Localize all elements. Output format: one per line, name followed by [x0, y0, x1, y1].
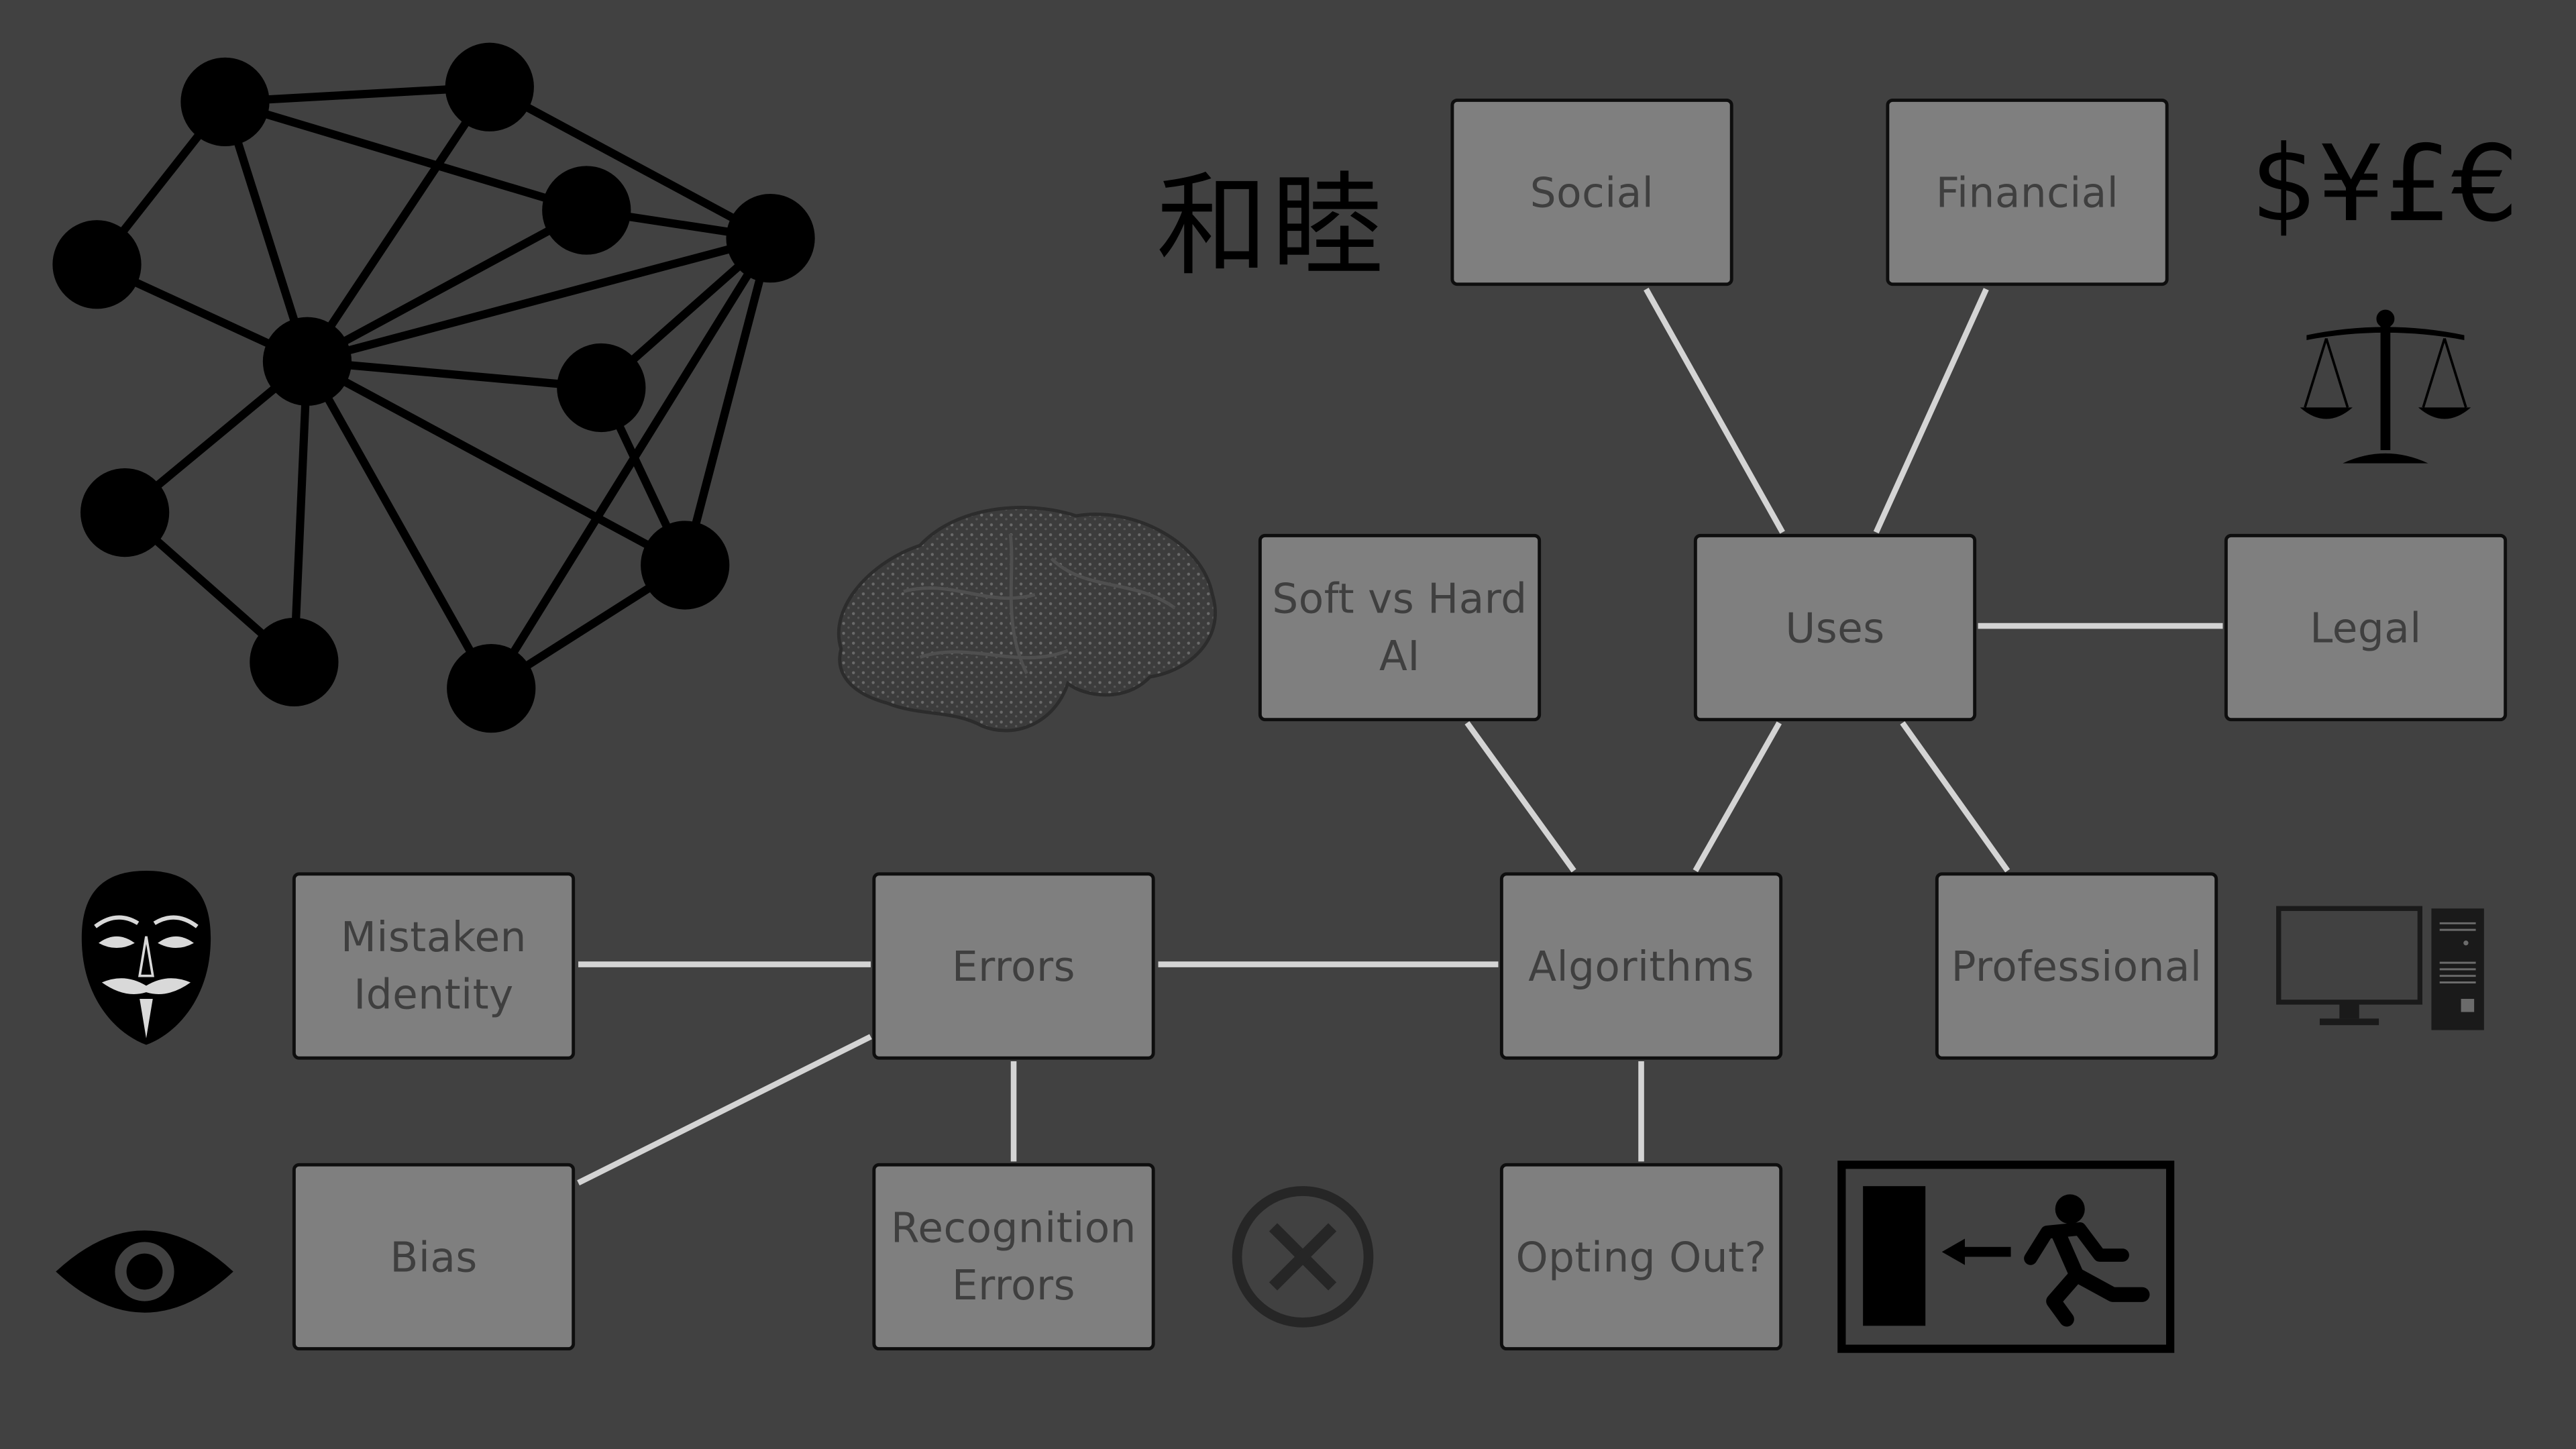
eye-icon — [56, 1230, 233, 1313]
node-professional: Professional — [1935, 872, 2218, 1060]
computer-icon — [2276, 906, 2484, 1030]
node-financial: Financial — [1886, 98, 2169, 286]
scales-of-justice-icon — [2300, 309, 2471, 464]
error-x-icon — [1232, 1186, 1374, 1328]
node-errors: Errors — [872, 872, 1155, 1060]
currency-symbols: $¥£€ — [2251, 125, 2518, 247]
node-social: Social — [1450, 98, 1733, 286]
node-legal: Legal — [2224, 533, 2508, 722]
node-recognition-errors: Recognition Errors — [872, 1163, 1155, 1351]
mask-icon — [81, 870, 211, 1045]
connector-uses-professional — [1900, 721, 2010, 873]
node-mistaken-identity: Mistaken Identity — [292, 872, 576, 1060]
connector-uses-algorithms — [1693, 721, 1782, 873]
emergency-exit-icon — [1837, 1161, 2175, 1353]
brain-icon — [837, 506, 1217, 733]
connector-bias-errors — [577, 1034, 872, 1186]
node-soft-vs-hard-ai: Soft vs Hard AI — [1258, 533, 1542, 722]
cjk-harmony-text: 和睦 — [1157, 162, 1387, 292]
connector-softhard-algorithms — [1464, 721, 1576, 873]
node-uses: Uses — [1693, 533, 1977, 722]
node-opting-out: Opting Out? — [1499, 1163, 1783, 1351]
node-algorithms: Algorithms — [1499, 872, 1783, 1060]
network-graph-icon — [52, 42, 815, 733]
node-bias: Bias — [292, 1163, 576, 1351]
connector-financial-uses — [1873, 288, 1989, 534]
connector-social-uses — [1644, 287, 1785, 534]
